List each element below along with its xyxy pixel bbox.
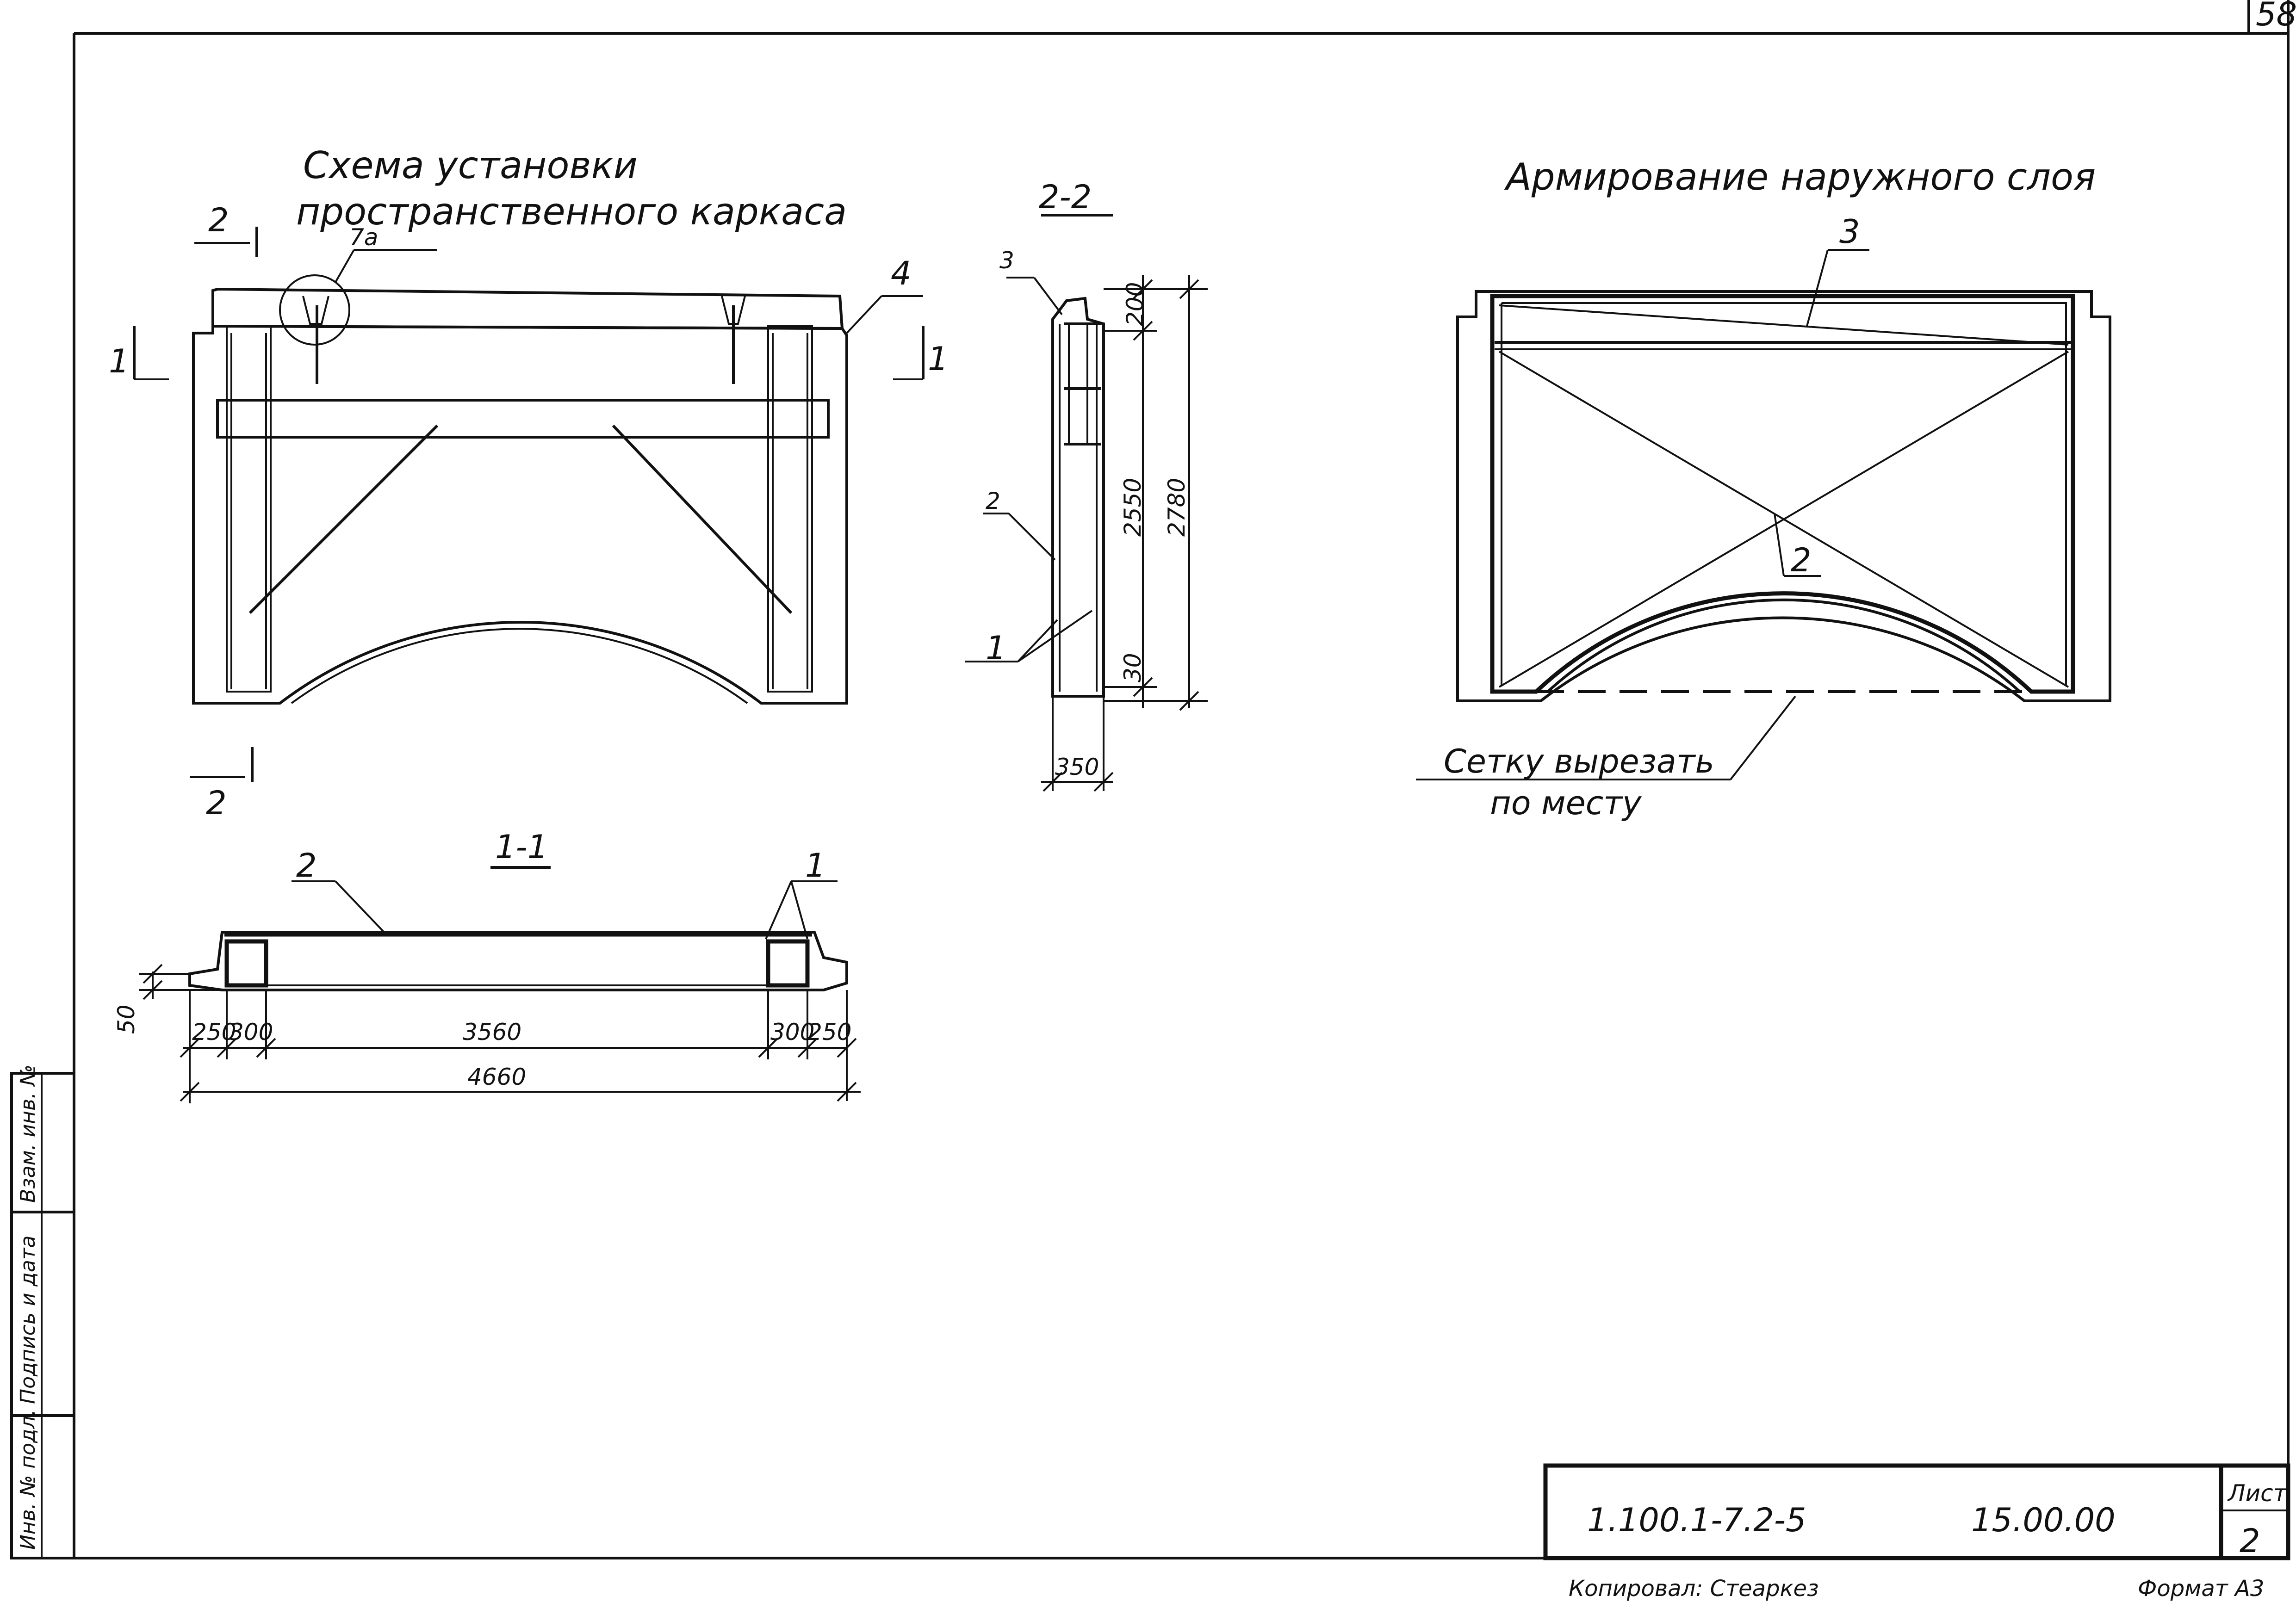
outer-reinforcement-view <box>1416 249 2111 780</box>
dim-250-left: 250 <box>192 1019 236 1046</box>
dim-50: 50 <box>113 1004 140 1034</box>
install-scheme-title-line1: Схема установки <box>303 144 638 187</box>
outer-reinforcement-note-line1: Сетку вырезать <box>1444 742 1714 780</box>
section-2-2-title: 2-2 <box>1039 178 1092 216</box>
stamp-series-code: 15.00.00 <box>1971 1501 2116 1539</box>
detail-callout-7a: 7а <box>349 224 378 251</box>
side-stamp-inv-original: Инв. № подл. <box>16 1409 40 1550</box>
stamp-sheet-number: 2 <box>2240 1522 2260 1560</box>
install-scheme-view <box>133 227 925 782</box>
cut-1-left-label: 1 <box>109 342 130 380</box>
section-2-2-marker-2: 2 <box>986 488 1000 514</box>
section-2-2-marker-1: 1 <box>986 629 1006 667</box>
dim-350: 350 <box>1055 754 1099 780</box>
outer-reinforcement-title: Армирование наружного слоя <box>1504 155 2096 198</box>
title-block <box>1543 1463 2290 1560</box>
section-1-1-view <box>139 866 861 1103</box>
outer-reinforcement-marker-2: 2 <box>1791 541 1812 579</box>
side-stamp <box>10 1072 75 1559</box>
cut-2-top-label: 2 <box>208 201 229 239</box>
side-stamp-replacement-inv: Взам. инв. № <box>16 1064 40 1203</box>
page-corner-number: 58 <box>2256 0 2296 33</box>
dim-2550: 2550 <box>1119 478 1146 537</box>
footer-format: Формат А3 <box>2138 1576 2264 1602</box>
dim-300-right: 300 <box>770 1019 814 1046</box>
dim-300-left: 300 <box>229 1019 273 1046</box>
section-2-2-marker-3: 3 <box>999 247 1014 274</box>
footer-copied-by: Копировал: Стеаркез <box>1569 1576 1819 1602</box>
dim-3560: 3560 <box>463 1019 521 1046</box>
install-scheme-title-line2: пространственного каркаса <box>296 190 847 233</box>
cut-2-bottom-label: 2 <box>206 784 227 822</box>
dim-250-right: 250 <box>807 1019 851 1046</box>
section-1-1-title: 1-1 <box>495 828 548 866</box>
dim-200: 200 <box>1122 282 1148 326</box>
stamp-doc-code: 1.100.1-7.2-5 <box>1587 1501 1806 1539</box>
dim-4660: 4660 <box>467 1064 526 1090</box>
section-1-1-marker-1: 1 <box>805 847 826 885</box>
marker-4: 4 <box>891 254 912 292</box>
side-stamp-signature-date: Подпись и дата <box>16 1236 40 1404</box>
outer-reinforcement-marker-3: 3 <box>1839 213 1860 251</box>
stamp-sheet-label: Лист <box>2227 1480 2288 1507</box>
dim-30: 30 <box>1119 653 1146 682</box>
dim-2780: 2780 <box>1163 478 1190 537</box>
outer-reinforcement-note-line2: по месту <box>1490 784 1642 822</box>
section-2-2-view <box>965 214 1208 792</box>
section-1-1-marker-2: 2 <box>296 847 317 885</box>
cut-1-right-label: 1 <box>928 340 949 378</box>
